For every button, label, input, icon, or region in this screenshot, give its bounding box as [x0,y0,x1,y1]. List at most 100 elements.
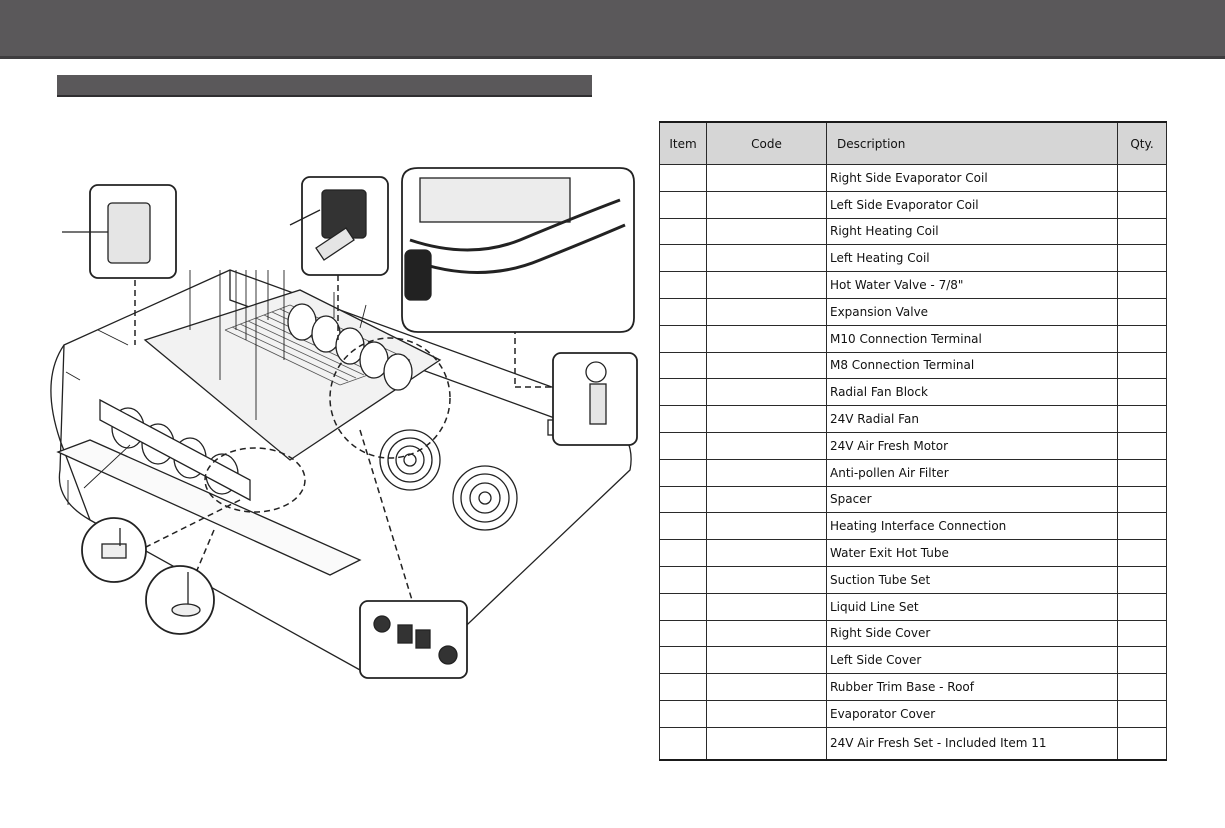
evaporator-bay [143,289,442,461]
cell-qty [1117,512,1167,541]
section-title-bar [57,75,592,97]
cell-description: Right Side Cover [826,619,1118,648]
cell-code [706,539,827,567]
cell-item [659,485,707,514]
header-description: Description [826,121,1118,165]
cell-qty [1117,673,1167,701]
table-row: Right Heating Coil [659,217,1167,246]
cell-item [659,431,707,460]
cell-qty [1117,190,1167,219]
table-row: M8 Connection Terminal [659,351,1167,380]
table-row: Left Heating Coil [659,244,1167,273]
cell-qty [1117,431,1167,460]
cell-code [706,673,827,701]
cell-code [706,244,827,273]
cell-qty [1117,244,1167,273]
cell-qty [1117,699,1167,728]
cell-code [706,378,827,407]
table-row: Radial Fan Block [659,378,1167,407]
table-row: Water Exit Hot Tube [659,539,1167,567]
cell-qty [1117,405,1167,433]
table-row: Liquid Line Set [659,592,1167,621]
cell-item [659,405,707,433]
cell-item [659,673,707,701]
cell-code [706,351,827,380]
header-qty: Qty. [1117,121,1167,165]
cell-description: Rubber Trim Base - Roof [826,673,1118,701]
cell-item [659,271,707,299]
table-row: Expansion Valve [659,297,1167,326]
cell-item [659,539,707,567]
cell-code [706,619,827,648]
cell-description: Spacer [826,485,1118,514]
cell-qty [1117,646,1167,675]
cell-item [659,458,707,487]
table-row: 24V Air Fresh Motor [659,431,1167,460]
cell-item [659,699,707,728]
cell-qty [1117,324,1167,353]
detail-bolt [145,565,215,635]
cell-code [706,164,827,192]
cell-description: Right Heating Coil [826,217,1118,246]
cell-item [659,244,707,273]
cell-code [706,646,827,675]
cell-qty [1117,164,1167,192]
table-row: Rubber Trim Base - Roof [659,673,1167,701]
table-header-row: Item Code Description Qty. [659,121,1167,165]
cell-description: Evaporator Cover [826,699,1118,728]
cell-code [706,565,827,594]
cell-description: Liquid Line Set [826,592,1118,621]
cell-item [659,217,707,246]
fan-grille-2 [452,465,518,531]
cell-item [659,726,707,761]
cell-description: 24V Radial Fan [826,405,1118,433]
cell-code [706,190,827,219]
fan-grille-1 [379,429,441,491]
exploded-diagram [50,167,638,679]
cell-item [659,565,707,594]
cell-description: Anti-pollen Air Filter [826,458,1118,487]
table-row: 24V Air Fresh Set - Included Item 11 [659,726,1167,761]
cell-qty [1117,619,1167,648]
cell-code [706,271,827,299]
cell-item [659,512,707,541]
table-row: Hot Water Valve - 7/8" [659,271,1167,299]
cell-code [706,431,827,460]
cell-qty [1117,485,1167,514]
cell-code [706,512,827,541]
cell-description: Right Side Evaporator Coil [826,164,1118,192]
cell-code [706,485,827,514]
cell-item [659,619,707,648]
detail-terminal [359,600,468,679]
cell-qty [1117,217,1167,246]
header-item: Item [659,121,707,165]
cell-description: Hot Water Valve - 7/8" [826,271,1118,299]
cell-qty [1117,271,1167,299]
table-row: Right Side Cover [659,619,1167,648]
cell-code [706,297,827,326]
cell-qty [1117,351,1167,380]
cell-code [706,217,827,246]
cell-code [706,592,827,621]
cell-qty [1117,458,1167,487]
cell-description: Heating Interface Connection [826,512,1118,541]
header-code: Code [706,121,827,165]
cell-description: Radial Fan Block [826,378,1118,407]
table-row: Left Side Evaporator Coil [659,190,1167,219]
table-row: Heating Interface Connection [659,512,1167,541]
cell-item [659,378,707,407]
cell-item [659,324,707,353]
table-row: 24V Radial Fan [659,405,1167,433]
header-bar [0,0,1225,59]
cell-item [659,190,707,219]
cell-item [659,297,707,326]
cell-description: Water Exit Hot Tube [826,539,1118,567]
table-row: Left Side Cover [659,646,1167,675]
table-row: Suction Tube Set [659,565,1167,594]
cell-description: M8 Connection Terminal [826,351,1118,380]
cell-qty [1117,378,1167,407]
cell-description: Suction Tube Set [826,565,1118,594]
cell-code [706,458,827,487]
cell-qty [1117,592,1167,621]
table-row: Right Side Evaporator Coil [659,164,1167,192]
